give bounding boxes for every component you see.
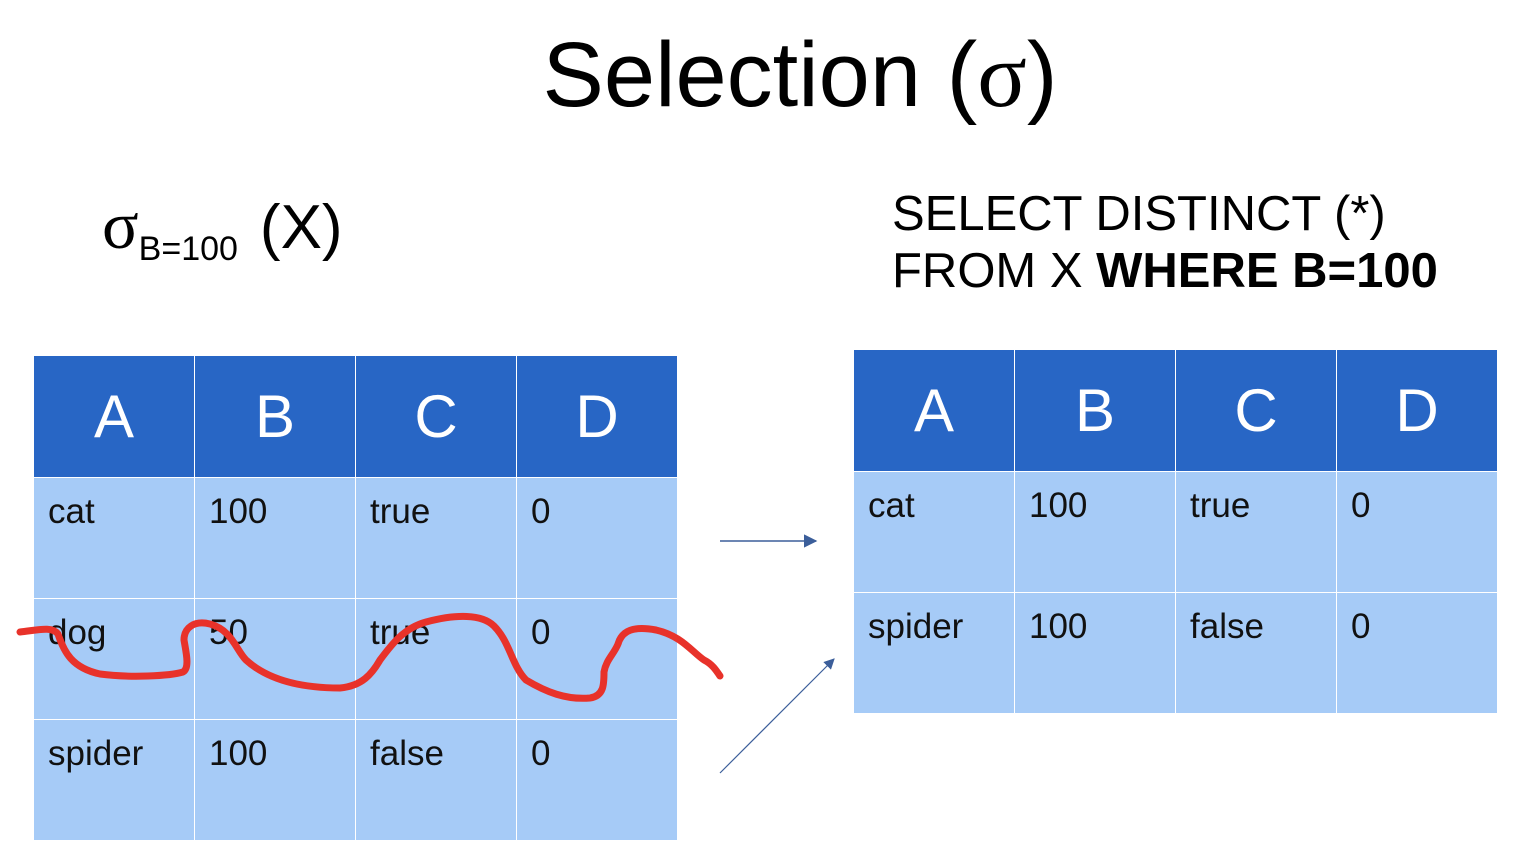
table-cell: cat bbox=[853, 471, 1015, 593]
table-row: spider 100 false 0 bbox=[853, 592, 1498, 714]
header-cell: C bbox=[355, 355, 517, 478]
title-text: Selection ( bbox=[542, 24, 978, 126]
header-cell: C bbox=[1175, 349, 1337, 472]
sql-line-2-plain: FROM X bbox=[892, 244, 1097, 298]
sql-query: SELECT DISTINCT (*) FROM X WHERE B=100 bbox=[892, 186, 1438, 300]
title-sigma: σ bbox=[977, 24, 1027, 126]
table-cell: 50 bbox=[194, 598, 356, 720]
sql-line-2-bold: WHERE B=100 bbox=[1096, 244, 1438, 298]
table-header-row: A B C D bbox=[853, 349, 1498, 472]
slide-title: Selection (σ) bbox=[300, 20, 1300, 130]
table-row: cat 100 true 0 bbox=[33, 477, 678, 599]
header-cell: B bbox=[1014, 349, 1176, 472]
formula-sigma: σ bbox=[102, 187, 139, 263]
table-cell: 0 bbox=[516, 477, 678, 599]
table-cell: false bbox=[1175, 592, 1337, 714]
title-close: ) bbox=[1026, 24, 1058, 126]
table-cell: 100 bbox=[194, 719, 356, 841]
table-cell: cat bbox=[33, 477, 195, 599]
sql-line-1: SELECT DISTINCT (*) bbox=[892, 187, 1386, 241]
header-cell: D bbox=[516, 355, 678, 478]
table-row-struck: dog 50 true 0 bbox=[33, 598, 678, 720]
relational-algebra-formula: σB=100 (X) bbox=[102, 180, 343, 270]
table-cell: spider bbox=[853, 592, 1015, 714]
sql-line-2: FROM X WHERE B=100 bbox=[892, 243, 1438, 300]
table-cell: 0 bbox=[1336, 592, 1498, 714]
header-cell: B bbox=[194, 355, 356, 478]
formula-subscript: B=100 bbox=[138, 230, 238, 268]
header-cell: A bbox=[33, 355, 195, 478]
header-cell: A bbox=[853, 349, 1015, 472]
table-cell: spider bbox=[33, 719, 195, 841]
table-cell: 100 bbox=[1014, 592, 1176, 714]
header-cell: D bbox=[1336, 349, 1498, 472]
arrow-row-spider bbox=[719, 658, 835, 774]
table-cell: 0 bbox=[516, 598, 678, 720]
table-cell: true bbox=[355, 598, 517, 720]
formula-argument: (X) bbox=[259, 193, 343, 262]
table-cell: 0 bbox=[1336, 471, 1498, 593]
table-cell: false bbox=[355, 719, 517, 841]
table-row: spider 100 false 0 bbox=[33, 719, 678, 841]
table-cell: 100 bbox=[1014, 471, 1176, 593]
table-header-row: A B C D bbox=[33, 355, 678, 478]
table-cell: true bbox=[355, 477, 517, 599]
table-cell: dog bbox=[33, 598, 195, 720]
table-cell: 0 bbox=[516, 719, 678, 841]
table-cell: true bbox=[1175, 471, 1337, 593]
table-cell: 100 bbox=[194, 477, 356, 599]
input-table: A B C D cat 100 true 0 dog 50 true 0 spi… bbox=[33, 355, 678, 841]
result-table: A B C D cat 100 true 0 spider 100 false … bbox=[853, 349, 1498, 714]
table-row: cat 100 true 0 bbox=[853, 471, 1498, 593]
